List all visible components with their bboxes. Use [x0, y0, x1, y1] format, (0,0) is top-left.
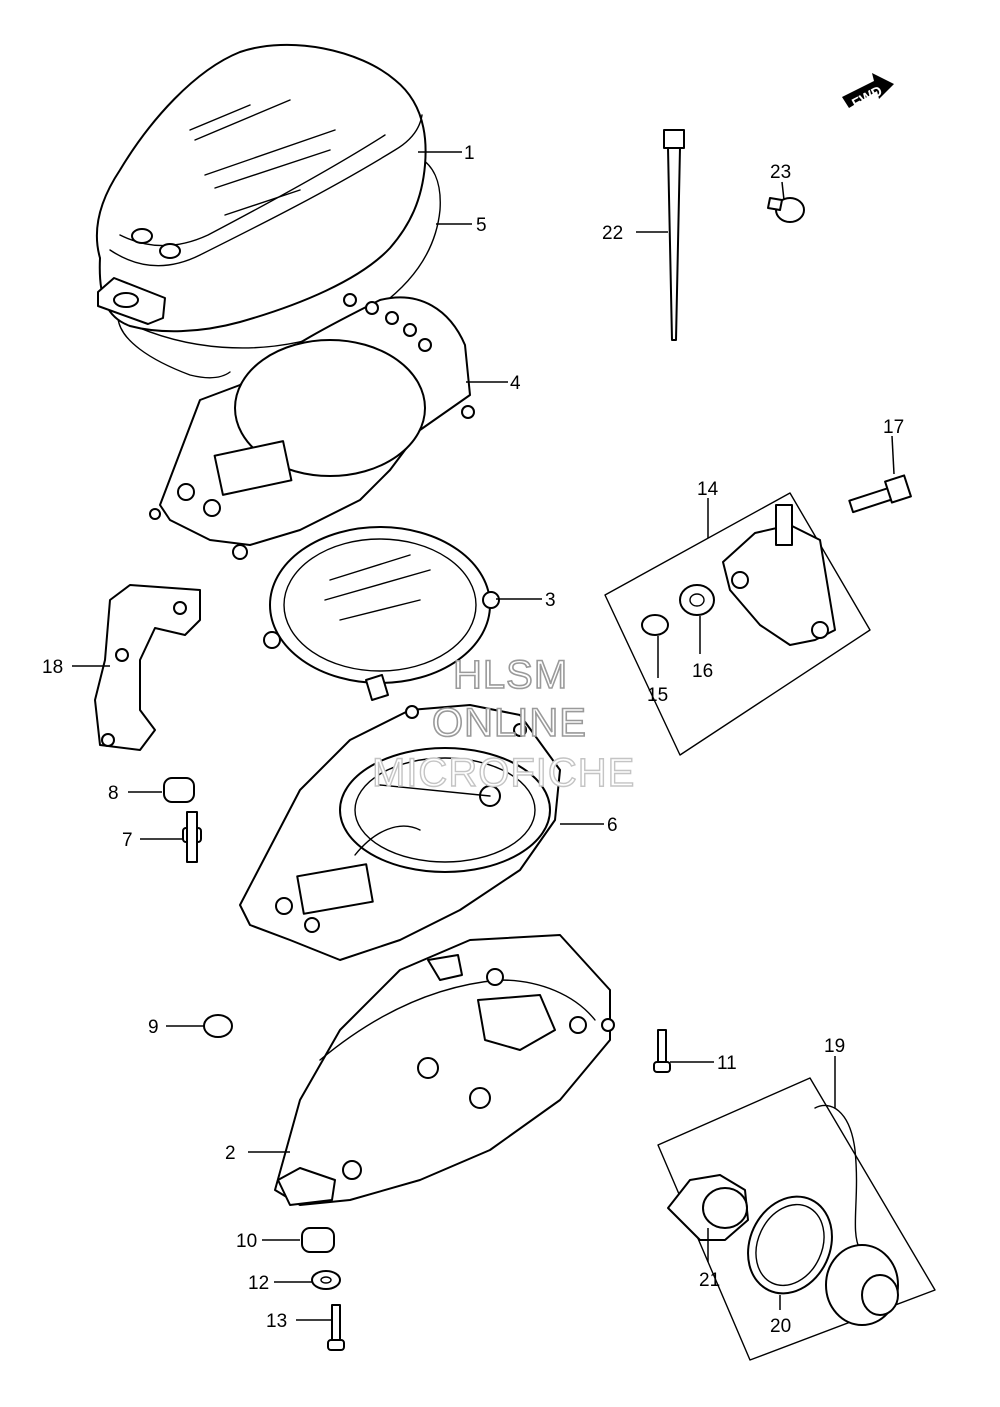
- part-4-bezel: [149, 293, 475, 560]
- part-13-screw: [327, 1304, 345, 1351]
- part-17-bolt: [848, 474, 912, 514]
- part-22-cable-tie: [663, 129, 685, 341]
- callout-13: 13: [266, 1311, 287, 1332]
- part-18-bracket: [94, 584, 201, 751]
- callout-9: 9: [148, 1017, 159, 1038]
- watermark-line-3: MICROFICHE: [372, 751, 635, 795]
- callout-2: 2: [225, 1143, 236, 1164]
- callout-8: 8: [108, 783, 119, 804]
- leader-lines: [72, 151, 895, 1321]
- part-19-sensor: [814, 1104, 899, 1326]
- callout-6: 6: [607, 815, 618, 836]
- part-21-gear: [667, 1174, 749, 1241]
- part-9-cap: [203, 1014, 233, 1038]
- callout-21: 21: [699, 1270, 720, 1291]
- callout-labels: 1 2 3 4 5 6 7 8 9 10 11 12 13 14 15 16 1…: [42, 143, 904, 1337]
- callout-12: 12: [248, 1273, 269, 1294]
- callout-22: 22: [602, 223, 623, 244]
- part-11-screw: [653, 1029, 671, 1073]
- callout-17: 17: [883, 417, 904, 438]
- callout-1: 1: [464, 143, 475, 164]
- callout-4: 4: [510, 373, 521, 394]
- part-14-lamp-group-box: [604, 492, 871, 756]
- part-12-washer: [311, 1270, 341, 1290]
- part-19-sensor-group-box: [657, 1077, 936, 1361]
- callout-20: 20: [770, 1316, 791, 1337]
- part-7-screw: [182, 811, 202, 863]
- part-16-grommet: [679, 584, 715, 616]
- part-3-lens: [263, 526, 500, 701]
- watermark-line-1: HLSM: [453, 653, 568, 697]
- part-14-socket-plate: [722, 504, 836, 646]
- callout-23: 23: [770, 162, 791, 183]
- callout-14: 14: [697, 479, 719, 500]
- part-2-lower-case: [274, 934, 615, 1206]
- callout-19: 19: [824, 1036, 845, 1057]
- watermark-line-2: ONLINE: [432, 701, 587, 745]
- callout-11: 11: [717, 1053, 737, 1074]
- callout-18: 18: [42, 657, 63, 678]
- part-10-grommet: [301, 1227, 335, 1253]
- fwd-arrow-icon: FWD: [842, 73, 894, 111]
- callout-15: 15: [647, 685, 668, 706]
- part-8-grommet: [163, 777, 195, 803]
- callout-3: 3: [545, 590, 556, 611]
- part-15-bulb: [641, 614, 669, 636]
- callout-16: 16: [692, 661, 713, 682]
- callout-10: 10: [236, 1231, 257, 1252]
- callout-7: 7: [122, 830, 133, 851]
- part-20-ring: [747, 1195, 833, 1295]
- callout-5: 5: [476, 215, 487, 236]
- part-6-meter-assembly: [239, 704, 561, 961]
- part-1-meter-cover: [96, 43, 427, 333]
- watermark: HLSM ONLINE MICROFICHE: [371, 652, 635, 796]
- part-23-clamp: [767, 197, 805, 223]
